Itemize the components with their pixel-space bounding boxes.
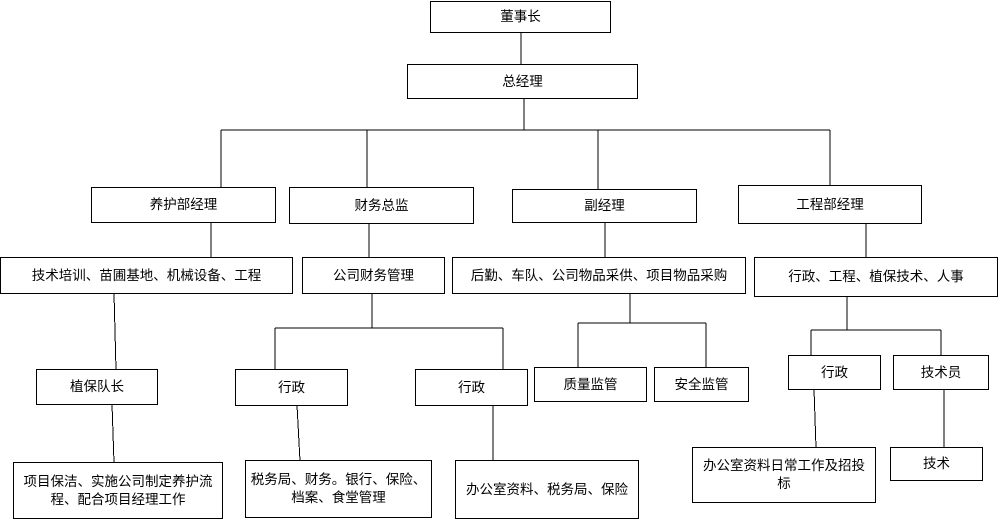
captain-duties-box: 项目保洁、实施公司制定养护流程、配合项目经理工作 bbox=[13, 462, 223, 519]
finance-admin-1-duties-label: 税务局、财务。银行、保险、档案、食堂管理 bbox=[250, 472, 427, 506]
safety-supervision-box: 安全监管 bbox=[654, 367, 749, 402]
deputy-manager-box: 副经理 bbox=[512, 189, 697, 223]
technician-label: 技术员 bbox=[920, 364, 962, 381]
finance-admin-2-duties-label: 办公室资料、税务局、保险 bbox=[466, 481, 628, 498]
finance-director-label: 财务总监 bbox=[354, 197, 409, 214]
engineering-admin-duties-label: 办公室资料日常工作及招投标 bbox=[703, 458, 865, 492]
engineering-admin-label: 行政 bbox=[821, 364, 848, 381]
engineering-admin-duties-box: 办公室资料日常工作及招投标 bbox=[692, 447, 876, 503]
general-manager-box: 总经理 bbox=[407, 64, 638, 99]
finance-management-box: 公司财务管理 bbox=[302, 257, 445, 294]
finance-admin-1-box: 行政 bbox=[235, 369, 348, 406]
maintenance-scope-box: 技术培训、苗圃基地、机械设备、工程 bbox=[0, 257, 293, 294]
chairman-box: 董事长 bbox=[430, 1, 611, 33]
plant-protection-captain-label: 植保队长 bbox=[70, 379, 124, 395]
finance-admin-2-box: 行政 bbox=[415, 369, 528, 406]
finance-admin-1-label: 行政 bbox=[278, 379, 305, 396]
general-manager-label: 总经理 bbox=[502, 73, 543, 90]
quality-supervision-label: 质量监管 bbox=[563, 376, 618, 393]
technician-duties-box: 技术 bbox=[890, 447, 983, 481]
chairman-label: 董事长 bbox=[500, 9, 541, 25]
plant-protection-captain-box: 植保队长 bbox=[36, 369, 158, 405]
finance-director-box: 财务总监 bbox=[289, 187, 474, 224]
engineering-admin-box: 行政 bbox=[788, 355, 881, 390]
captain-duties-label: 项目保洁、实施公司制定养护流程、配合项目经理工作 bbox=[23, 473, 213, 508]
deputy-manager-label: 副经理 bbox=[584, 198, 625, 214]
safety-supervision-label: 安全监管 bbox=[674, 376, 729, 393]
logistics-scope-label: 后勤、车队、公司物品采供、项目物品采购 bbox=[470, 267, 728, 284]
finance-management-label: 公司财务管理 bbox=[333, 267, 414, 284]
maintenance-manager-label: 养护部经理 bbox=[149, 197, 218, 213]
finance-admin-2-duties-box: 办公室资料、税务局、保险 bbox=[455, 460, 639, 519]
maintenance-scope-label: 技术培训、苗圃基地、机械设备、工程 bbox=[31, 267, 262, 284]
maintenance-manager-box: 养护部经理 bbox=[91, 187, 276, 223]
engineering-scope-label: 行政、工程、植保技术、人事 bbox=[788, 269, 964, 285]
logistics-scope-box: 后勤、车队、公司物品采供、项目物品采购 bbox=[452, 257, 746, 294]
engineering-manager-box: 工程部经理 bbox=[738, 185, 922, 224]
finance-admin-2-label: 行政 bbox=[458, 379, 485, 396]
quality-supervision-box: 质量监管 bbox=[534, 367, 647, 402]
technician-box: 技术员 bbox=[893, 355, 989, 390]
technician-duties-label: 技术 bbox=[923, 456, 950, 472]
finance-admin-1-duties-box: 税务局、财务。银行、保险、档案、食堂管理 bbox=[245, 460, 432, 518]
engineering-scope-box: 行政、工程、植保技术、人事 bbox=[754, 257, 998, 297]
engineering-manager-label: 工程部经理 bbox=[796, 196, 864, 213]
